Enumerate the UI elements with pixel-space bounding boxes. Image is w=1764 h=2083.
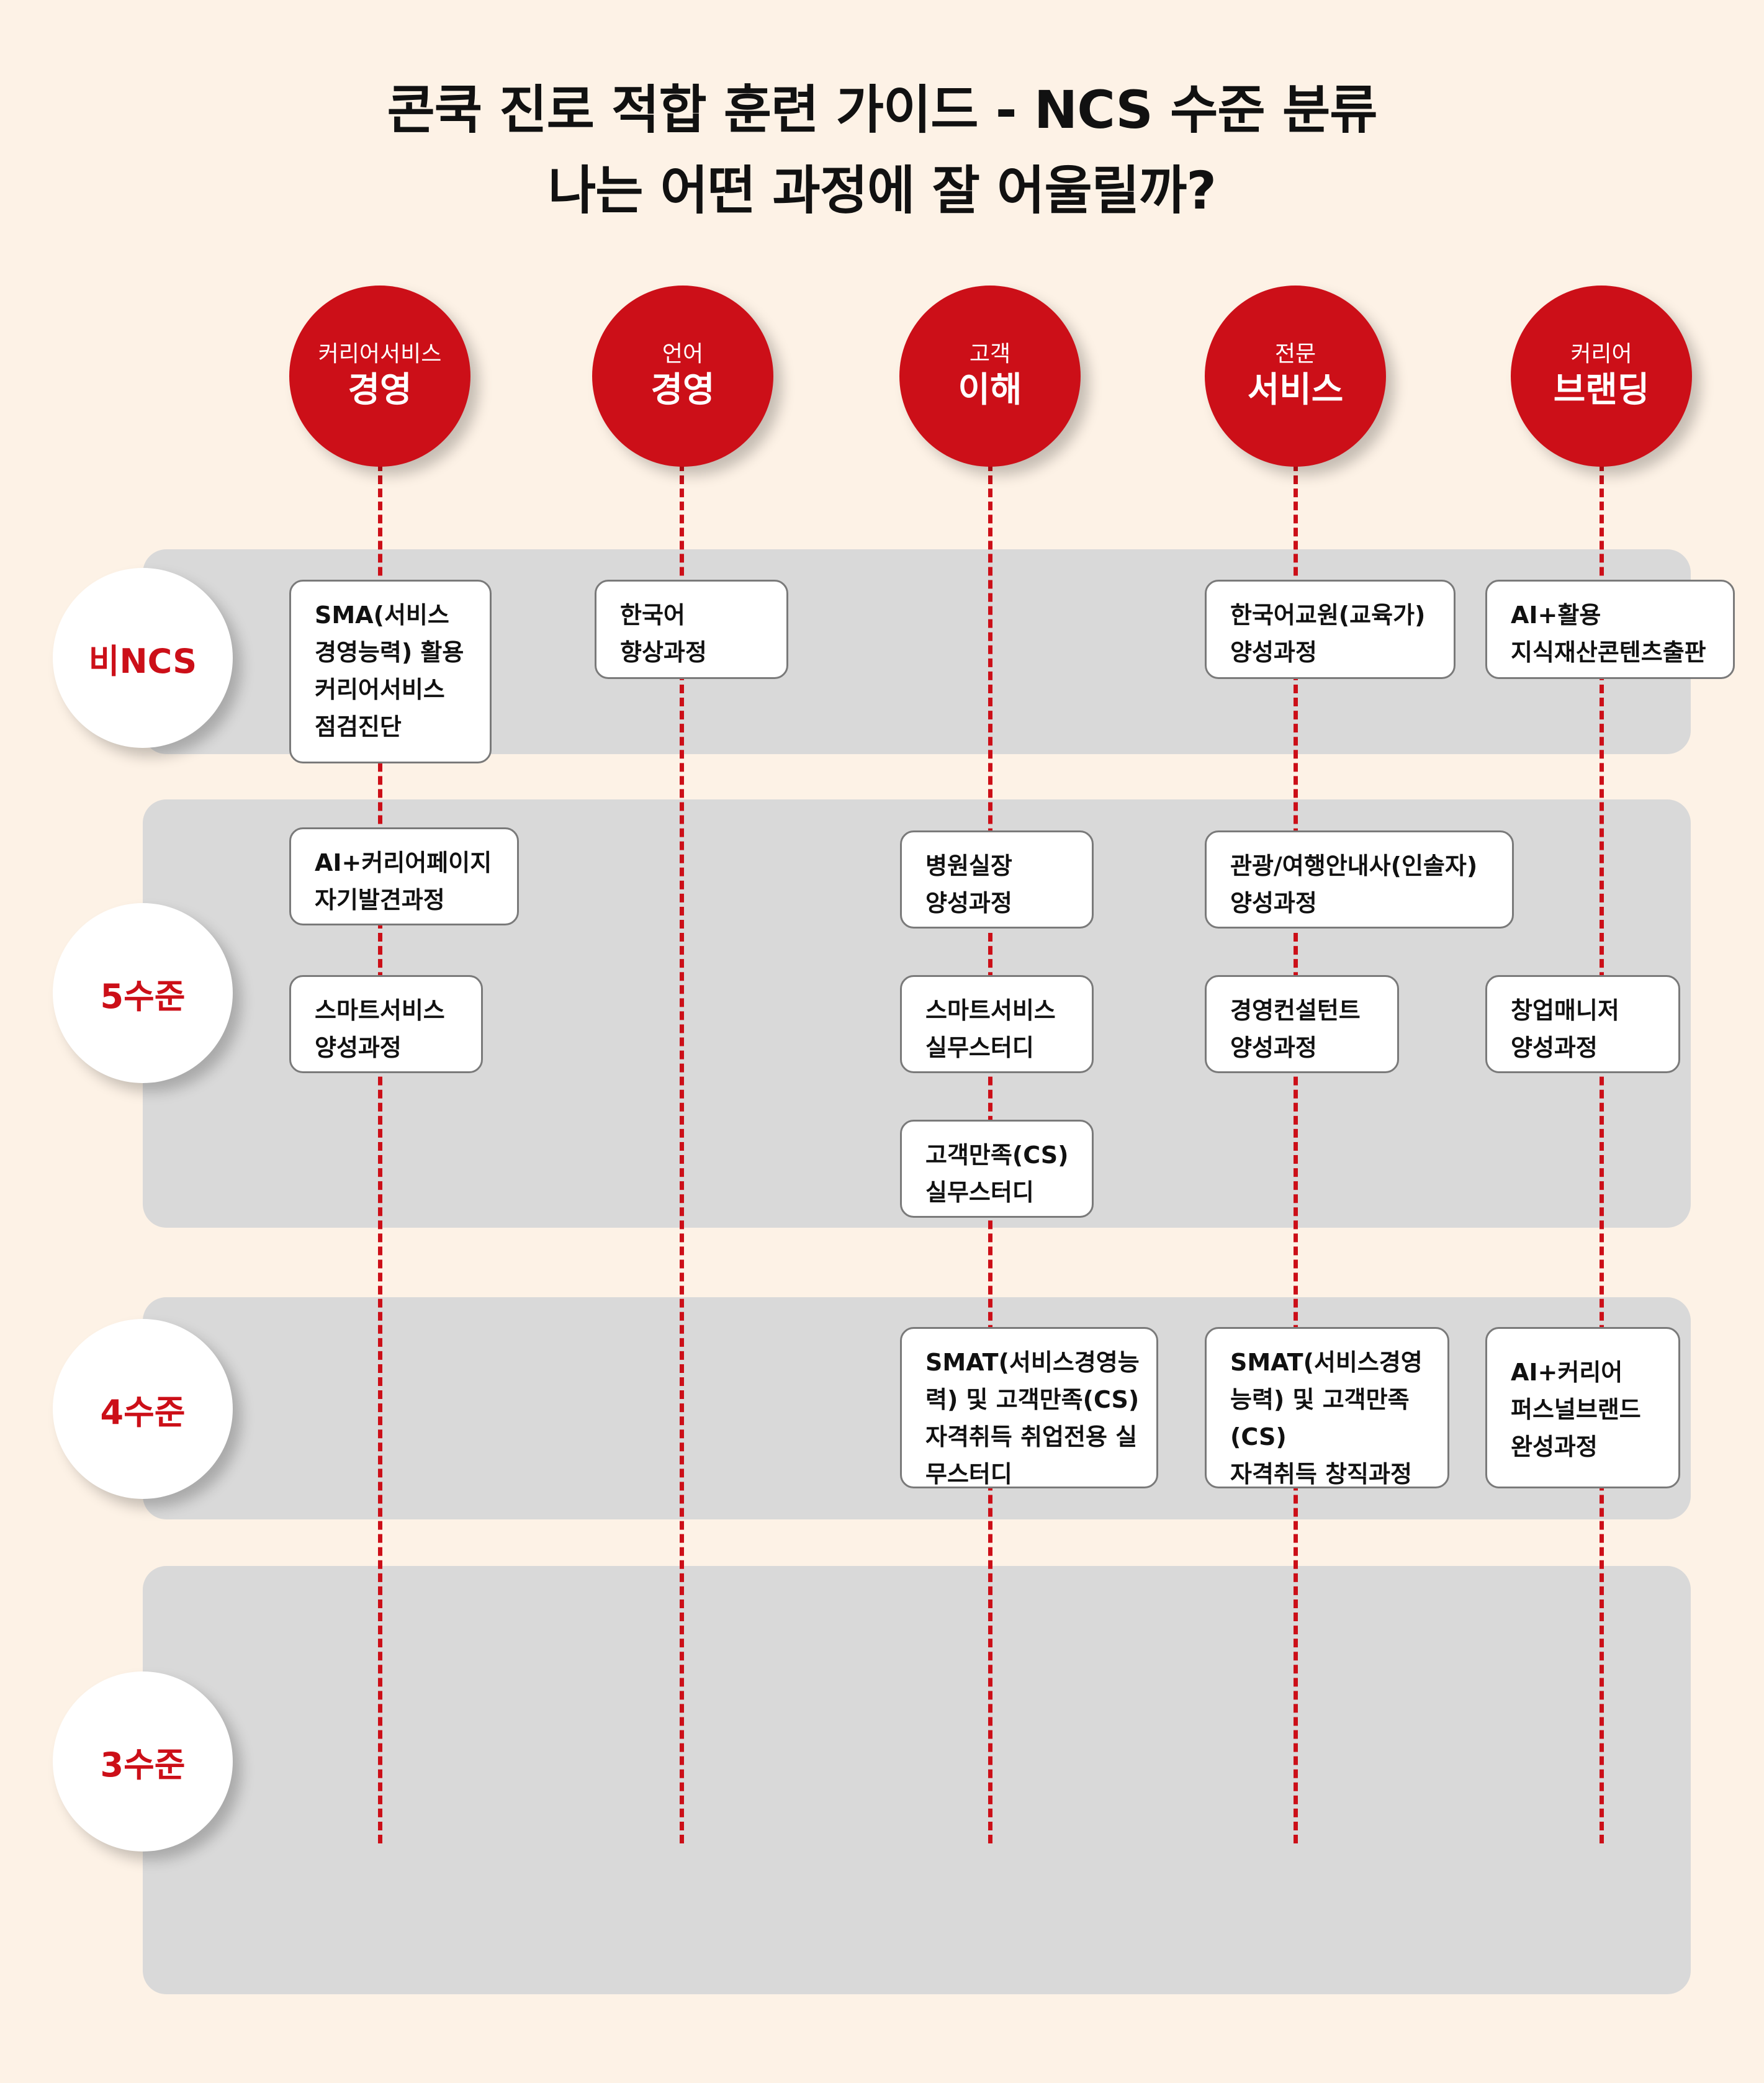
column-header-sub: 전문: [1274, 341, 1316, 367]
level-label-5: 5수준: [53, 903, 233, 1083]
page-title: 콘쿡 진로 적합 훈련 가이드 - NCS 수준 분류 나는 어떤 과정에 잘 …: [0, 70, 1764, 231]
course-box: SMAT(서비스경영능 력) 및 고객만족(CS) 자격취득 취업전용 실 무스…: [900, 1327, 1158, 1488]
column-header-main: 브랜딩: [1553, 370, 1650, 410]
course-box: AI+활용 지식재산콘텐츠출판: [1485, 580, 1735, 679]
column-header-main: 경영: [650, 370, 715, 410]
course-box: 경영컨설턴트 양성과정: [1205, 975, 1399, 1073]
level-label-4: 4수준: [53, 1319, 233, 1499]
column-header-sub: 커리어서비스: [318, 341, 442, 367]
course-box: 스마트서비스 실무스터디: [900, 975, 1094, 1073]
column-header-main: 서비스: [1247, 370, 1344, 410]
course-box: 고객만족(CS) 실무스터디: [900, 1120, 1094, 1218]
column-header-professional: 전문 서비스: [1205, 286, 1386, 467]
column-header-sub: 언어: [662, 341, 704, 367]
course-box: SMA(서비스 경영능력) 활용 커리어서비스 점검진단: [289, 580, 492, 763]
column-header-career-service: 커리어서비스 경영: [289, 286, 470, 467]
level-label-non-ncs: 비NCS: [53, 568, 233, 748]
column-header-main: 경영: [348, 370, 412, 410]
column-header-language: 언어 경영: [592, 286, 773, 467]
level-label-3: 3수준: [53, 1671, 233, 1851]
course-box: SMAT(서비스경영 능력) 및 고객만족 (CS) 자격취득 창직과정: [1205, 1327, 1449, 1488]
column-line-career-service: [378, 462, 382, 1843]
column-line-language: [680, 462, 684, 1843]
course-box: AI+커리어페이지 자기발견과정: [289, 827, 519, 925]
column-header-customer: 고객 이해: [899, 286, 1081, 467]
course-box: 병원실장 양성과정: [900, 830, 1094, 929]
column-header-sub: 고객: [969, 341, 1011, 367]
title-line-1: 콘쿡 진로 적합 훈련 가이드 - NCS 수준 분류: [387, 79, 1377, 140]
course-box: AI+커리어 퍼스널브랜드 완성과정: [1485, 1327, 1680, 1488]
course-box: 스마트서비스 양성과정: [289, 975, 483, 1073]
column-header-sub: 커리어: [1570, 341, 1632, 367]
band-level-3: [143, 1566, 1691, 1994]
title-line-2: 나는 어떤 과정에 잘 어울릴까?: [547, 160, 1217, 221]
column-header-branding: 커리어 브랜딩: [1511, 286, 1692, 467]
course-box: 창업매니저 양성과정: [1485, 975, 1680, 1073]
course-box: 관광/여행안내사(인솔자) 양성과정: [1205, 830, 1514, 929]
course-box: 한국어교원(교육가) 양성과정: [1205, 580, 1456, 679]
column-line-professional: [1294, 462, 1298, 1843]
course-box: 한국어 향상과정: [595, 580, 788, 679]
column-line-branding: [1600, 462, 1604, 1843]
column-header-main: 이해: [958, 370, 1022, 410]
